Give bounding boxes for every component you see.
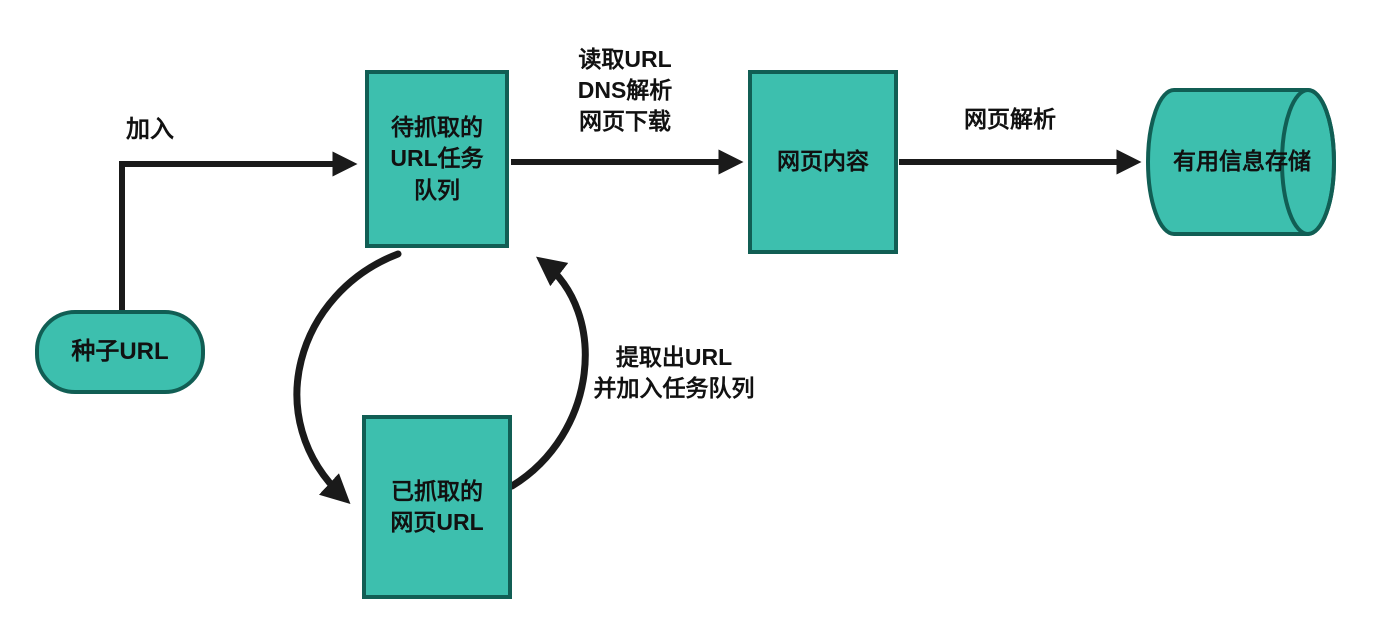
edge-label-join: 加入 <box>126 116 174 143</box>
node-label: 有用信息存储 <box>1173 148 1311 175</box>
node-label-line: 已抓取的 <box>391 477 483 504</box>
arrow-loop-up <box>508 256 589 490</box>
node-label-line: 待抓取的 <box>391 114 483 141</box>
edge-label-extract: 提取出URL 并加入任务队列 <box>558 342 790 404</box>
node-label: 网页内容 <box>777 148 869 175</box>
node-label-line: 网页URL <box>390 509 484 535</box>
edge-label-line: 提取出URL <box>615 344 733 370</box>
edge-label-line: DNS解析 <box>577 77 673 104</box>
node-label: 种子URL <box>71 337 169 365</box>
node-label: 已抓取的 网页URL <box>390 476 483 538</box>
node-storage-label: 有用信息存储 <box>1150 90 1334 234</box>
node-label: 待抓取的 URL任务 队列 <box>390 112 483 205</box>
node-label-line: URL任务 <box>390 145 484 172</box>
arrow-join <box>119 151 358 311</box>
node-page-content: 网页内容 <box>748 70 898 254</box>
edge-label-fetch: 读取URL DNS解析 网页下载 <box>540 44 710 137</box>
arrow-loop-down <box>293 250 402 505</box>
node-seed-url: 种子URL <box>35 310 205 394</box>
node-label-line: 队列 <box>414 176 460 203</box>
edge-label-line: 并加入任务队列 <box>593 375 755 402</box>
edge-label-line: 网页下载 <box>579 108 671 135</box>
node-crawled-urls: 已抓取的 网页URL <box>362 415 512 599</box>
edge-label-line: 读取URL <box>578 46 672 72</box>
node-task-queue: 待抓取的 URL任务 队列 <box>365 70 509 248</box>
edge-label-parse: 网页解析 <box>964 106 1056 132</box>
storage-cylinder-icon <box>1146 88 1336 236</box>
